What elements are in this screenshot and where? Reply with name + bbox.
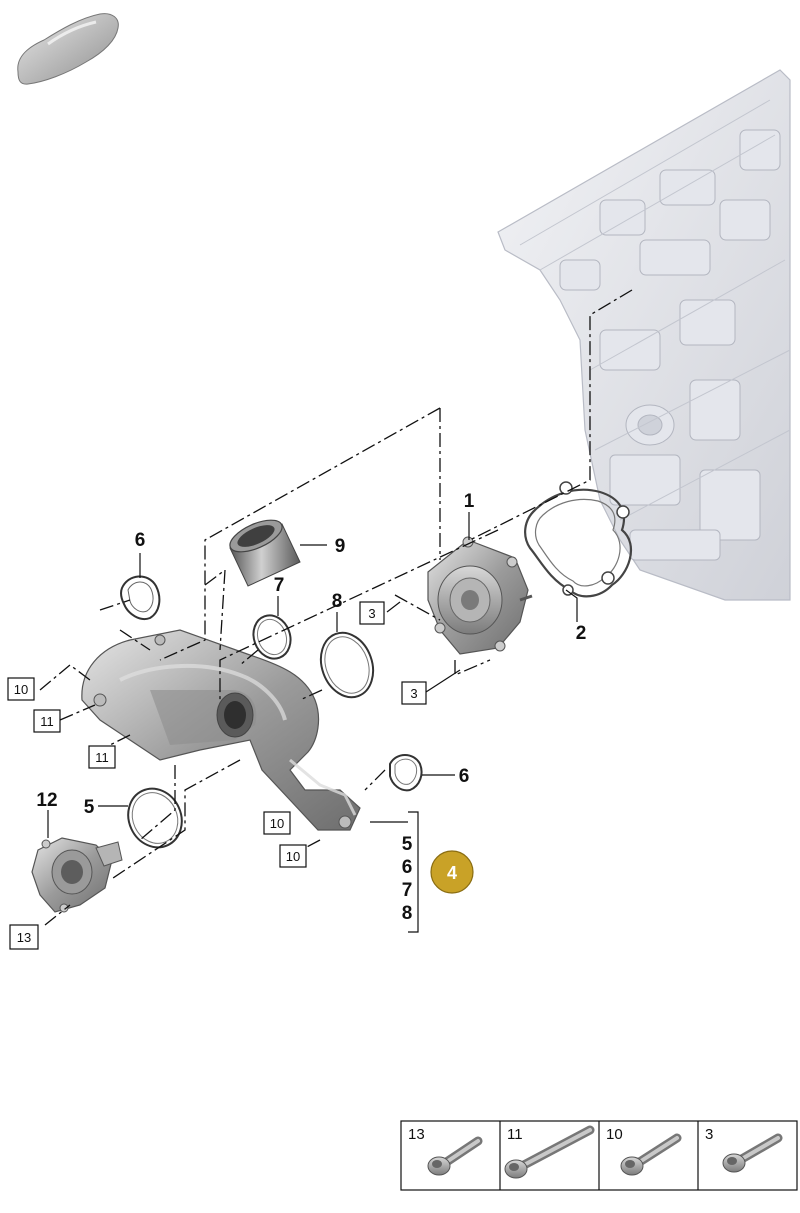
assembly-lines: [39, 289, 633, 926]
boxed-callout-10-lower: 10: [279, 844, 307, 868]
kit-item-1: 5: [402, 834, 413, 855]
bolt-icon: [722, 1133, 783, 1173]
thermostat-housing: [31, 837, 123, 913]
boxed-callout-13: 13: [9, 924, 39, 950]
svg-text:13: 13: [17, 930, 31, 945]
callout-9: 9: [335, 536, 346, 557]
o-ring-part-7: [252, 614, 292, 660]
kit-badge-number: 4: [447, 863, 457, 883]
legend-cell-11: 11: [504, 1125, 595, 1179]
kit-item-4: 8: [402, 903, 413, 924]
boxed-callout-11-lower: 11: [88, 745, 116, 769]
svg-text:3: 3: [410, 686, 417, 701]
gasket-part-2: [524, 481, 633, 598]
boxed-callout-10-left: 10: [7, 677, 35, 701]
kit-badge[interactable]: 4: [430, 850, 474, 894]
boxed-callout-3-lower: 3: [401, 681, 427, 705]
svg-text:10: 10: [270, 816, 284, 831]
svg-text:11: 11: [40, 714, 54, 729]
callout-labels: 1 2 6 7 8 9 6 5 12: [36, 491, 586, 818]
callout-6-upper: 6: [135, 530, 146, 551]
svg-text:3: 3: [368, 606, 375, 621]
callout-1: 1: [464, 491, 475, 512]
legend-cell-10: 10: [606, 1126, 682, 1176]
leader-lines: [47, 512, 578, 933]
o-ring-part-5: [127, 787, 183, 849]
car-silhouette-icon: [17, 13, 119, 85]
callout-6-lower: 6: [459, 766, 470, 787]
boxed-callout-10-mid: 10: [263, 811, 291, 835]
fastener-legend: 13 11 10: [400, 1120, 798, 1191]
boxed-callouts: 3 3 10 11 11 10 10 13: [7, 601, 427, 950]
callout-12: 12: [36, 790, 57, 811]
svg-text:3: 3: [705, 1126, 713, 1143]
svg-text:10: 10: [14, 682, 28, 697]
legend-cell-13: 13: [408, 1126, 483, 1176]
svg-text:13: 13: [408, 1126, 425, 1143]
callout-8: 8: [332, 591, 343, 612]
callout-5: 5: [84, 797, 95, 818]
boxed-callout-11-upper: 11: [33, 709, 61, 733]
water-pump-part-1: [427, 536, 533, 655]
seal-part-6-lower: [389, 754, 423, 792]
kit-item-3: 7: [402, 880, 413, 901]
kit-item-2: 6: [402, 857, 413, 878]
o-ring-part-8: [319, 631, 375, 699]
svg-text:11: 11: [507, 1126, 523, 1143]
bolt-icon: [620, 1133, 682, 1176]
bolt-icon: [427, 1136, 483, 1176]
engine-block: [497, 69, 791, 601]
bolt-icon: [504, 1125, 595, 1179]
callout-7: 7: [274, 575, 285, 596]
legend-cell-3: 3: [705, 1126, 783, 1173]
svg-text:11: 11: [95, 750, 109, 765]
callout-2: 2: [576, 623, 587, 644]
seal-part-6-upper: [119, 575, 161, 620]
svg-text:10: 10: [606, 1126, 623, 1143]
svg-text:10: 10: [286, 849, 300, 864]
coolant-housing: [81, 629, 361, 831]
sleeve-part-9: [229, 519, 301, 587]
boxed-callout-3-upper: 3: [359, 601, 385, 625]
kit-contents-list: 5 6 7 8: [402, 834, 413, 924]
